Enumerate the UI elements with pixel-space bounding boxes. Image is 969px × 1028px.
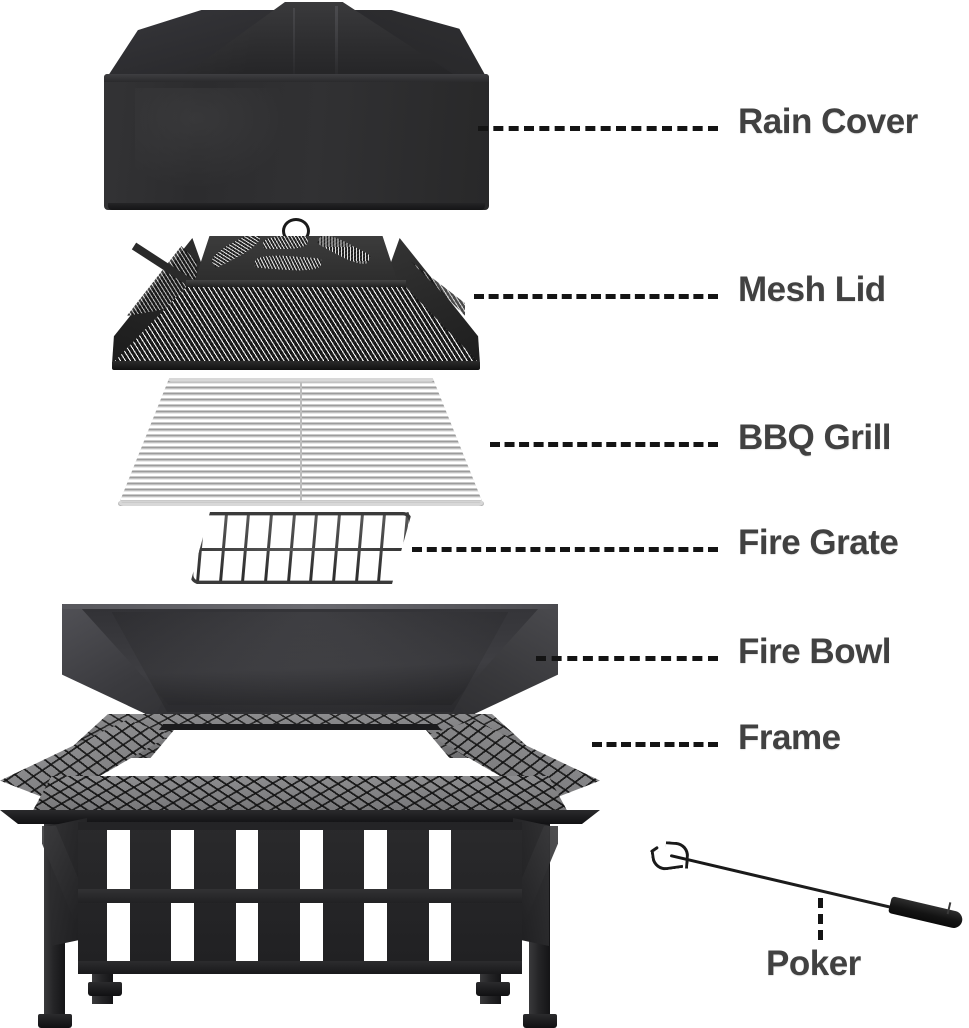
frame-tabletop-front (30, 776, 570, 816)
bbq-grill-center-divider (300, 380, 302, 504)
fire-bowl-rim (62, 604, 558, 609)
leader-line-mesh-lid (474, 294, 718, 299)
frame-leg-foot (88, 982, 122, 996)
rain-cover-ridge (335, 6, 338, 80)
part-poker (648, 840, 969, 936)
part-rain-cover (104, 2, 489, 210)
part-fire-bowl (62, 604, 558, 764)
bbq-grill-outline (118, 378, 484, 506)
label-rain-cover: Rain Cover (738, 102, 918, 141)
label-fire-grate: Fire Grate (738, 523, 899, 562)
frame-leg-foot (523, 1014, 557, 1028)
fire-grate-crossbar (190, 548, 412, 552)
mesh-lid-petal-2 (316, 236, 371, 269)
part-frame (0, 714, 600, 1028)
frame-leg-foot (38, 1014, 72, 1028)
label-bbq-grill: BBQ Grill (738, 418, 892, 457)
leader-line-poker (818, 898, 823, 940)
fire-grate-border (190, 512, 412, 584)
mesh-lid-bevel (185, 280, 407, 287)
rain-cover-seam-secondary (292, 8, 295, 80)
frame-opening-lip (120, 724, 480, 784)
bbq-grill-top-edge (169, 378, 433, 382)
rain-cover-skirt (104, 74, 489, 210)
frame-slat-mid-rail (78, 888, 522, 903)
poker-hook-upper (664, 841, 690, 869)
poker-shaft (669, 854, 916, 915)
part-bbq-grill (118, 378, 484, 506)
leader-line-fire-bowl (536, 656, 718, 661)
poker-handle (888, 896, 964, 930)
rain-cover-hem (107, 203, 486, 210)
mesh-lid-petal-3 (263, 236, 309, 249)
rain-cover-seam (104, 74, 489, 82)
label-fire-bowl: Fire Bowl (738, 632, 892, 671)
leader-line-bbq-grill (490, 442, 718, 447)
leader-line-rain-cover (478, 126, 718, 131)
frame-bowl-opening (132, 728, 468, 780)
mesh-lid-base-rail (112, 361, 480, 370)
part-mesh-lid (112, 218, 480, 370)
label-mesh-lid: Mesh Lid (738, 270, 886, 309)
label-frame: Frame (738, 718, 841, 757)
fire-bowl-interior (81, 609, 539, 705)
part-fire-grate (190, 512, 412, 584)
label-poker: Poker (766, 944, 861, 983)
fire-bowl-shading (111, 612, 509, 712)
frame-leg-foot (476, 982, 510, 996)
rain-cover-highlight (134, 88, 289, 188)
bbq-grill-bottom-edge (118, 501, 484, 506)
frame-slat-top-rail (78, 822, 522, 830)
frame-slat-bottom-rail (78, 961, 522, 974)
frame-tabletop-edge (0, 810, 600, 824)
fire-grate-bars (190, 512, 412, 584)
leader-line-fire-grate (412, 547, 718, 552)
frame-front-slat-panel (78, 822, 522, 974)
mesh-lid-petal-cutouts (193, 236, 399, 286)
leader-line-frame (592, 742, 718, 747)
mesh-lid-petal-4 (254, 253, 322, 273)
